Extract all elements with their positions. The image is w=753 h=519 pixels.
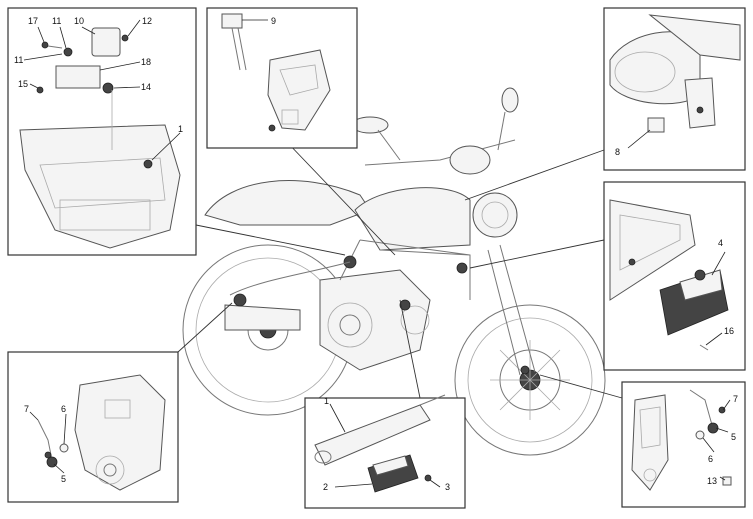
callout-bottom-left-7: 7 xyxy=(24,404,29,414)
callout-bottom-right-5: 5 xyxy=(731,432,736,442)
callout-top-left-12: 12 xyxy=(142,16,152,26)
callout-top-right-8: 8 xyxy=(615,147,620,157)
callout-bottom-left-5: 5 xyxy=(61,474,66,484)
callout-bottom-right-13: 13 xyxy=(707,476,717,486)
panel-top-right: 8 xyxy=(603,7,746,171)
panel-bottom-right: 7 5 6 13 xyxy=(621,381,746,508)
callout-bottom-center-2: 2 xyxy=(323,482,328,492)
callout-top-center-9: 9 xyxy=(271,16,276,26)
callout-bottom-left-6: 6 xyxy=(61,404,66,414)
callout-top-left-17: 17 xyxy=(28,16,38,26)
callout-mid-right-4: 4 xyxy=(718,238,723,248)
callout-top-left-14: 14 xyxy=(141,82,151,92)
panel-bottom-left: 7 6 5 xyxy=(7,351,179,503)
callout-top-left-10: 10 xyxy=(74,16,84,26)
motorcycle xyxy=(182,87,606,456)
callout-top-left-15: 15 xyxy=(18,79,28,89)
callout-top-left-11: 11 xyxy=(52,16,61,26)
callout-bottom-center-1: 1 xyxy=(324,396,329,406)
callout-bottom-right-7: 7 xyxy=(733,394,738,404)
callout-top-left-1: 1 xyxy=(178,124,183,134)
callout-bottom-right-6: 6 xyxy=(708,454,713,464)
panel-bottom-center: 1 2 3 xyxy=(304,394,466,509)
callout-bottom-center-3: 3 xyxy=(445,482,450,492)
connector-lines xyxy=(177,139,623,399)
front-wheel xyxy=(454,304,606,456)
callout-mid-right-16: 16 xyxy=(724,326,734,336)
panel-top-center: 9 xyxy=(206,7,358,149)
callout-top-left-18: 18 xyxy=(141,57,151,67)
callout-top-left-11b: 11 xyxy=(14,55,23,65)
panel-top-left: 17 11 10 12 11 18 15 14 1 xyxy=(7,7,197,256)
panel-mid-right: 4 16 xyxy=(603,181,746,371)
